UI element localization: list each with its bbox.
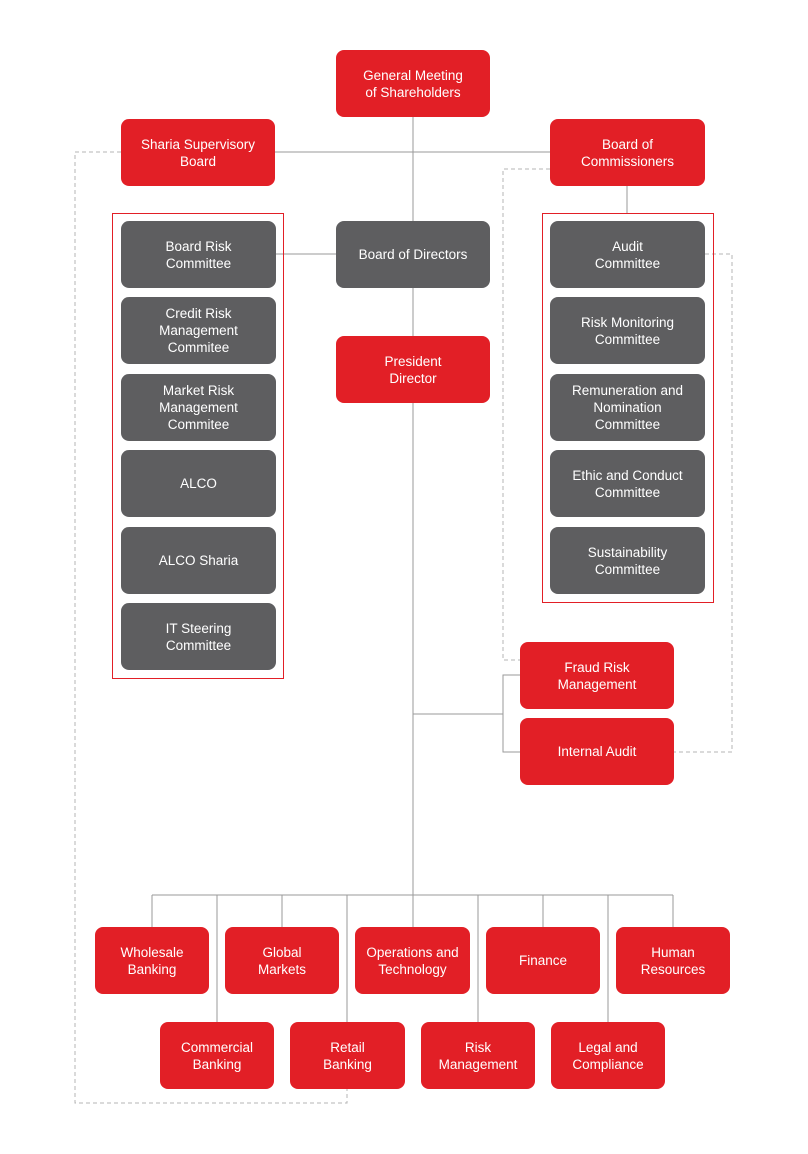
risk-monitoring-committee-node: Risk Monitoring Committee [550,297,705,364]
audit-committee-node: Audit Committee [550,221,705,288]
sharia-supervisory-board-node: Sharia Supervisory Board [121,119,275,186]
market-risk-management-committee-node: Market Risk Management Commitee [121,374,276,441]
board-risk-committee-node: Board Risk Committee [121,221,276,288]
remuneration-and-nomination-committee-node: Remuneration and Nomination Committee [550,374,705,441]
left-committees-frame [112,213,284,679]
commercial-banking-node: Commercial Banking [160,1022,274,1089]
connector-fraud-audit-bracket [502,674,520,753]
human-resources-node: Human Resources [616,927,730,994]
connector-drops [151,895,674,1022]
dashed-ssb-oversight [74,151,348,1104]
global-markets-node: Global Markets [225,927,339,994]
dashed-audit-committee-internal-audit [674,253,733,753]
board-of-directors-node: Board of Directors [336,221,490,288]
board-of-commissioners-node: Board of Commissioners [550,119,705,186]
general-meeting-of-shareholders-node: General Meeting of Shareholders [336,50,490,117]
sustainability-committee-node: Sustainability Committee [550,527,705,594]
ethic-and-conduct-committee-node: Ethic and Conduct Committee [550,450,705,517]
credit-risk-management-committee-node: Credit Risk Management Commitee [121,297,276,364]
it-steering-committee-node: IT Steering Committee [121,603,276,670]
finance-node: Finance [486,927,600,994]
wholesale-banking-node: Wholesale Banking [95,927,209,994]
president-director-node: President Director [336,336,490,403]
right-committees-frame [542,213,714,603]
alco-node: ALCO [121,450,276,517]
operations-and-technology-node: Operations and Technology [355,927,470,994]
internal-audit-node: Internal Audit [520,718,674,785]
fraud-risk-management-node: Fraud Risk Management [520,642,674,709]
dashed-boc-fraud [502,168,550,661]
risk-management-node: Risk Management [421,1022,535,1089]
alco-sharia-node: ALCO Sharia [121,527,276,594]
retail-banking-node: Retail Banking [290,1022,405,1089]
legal-and-compliance-node: Legal and Compliance [551,1022,665,1089]
